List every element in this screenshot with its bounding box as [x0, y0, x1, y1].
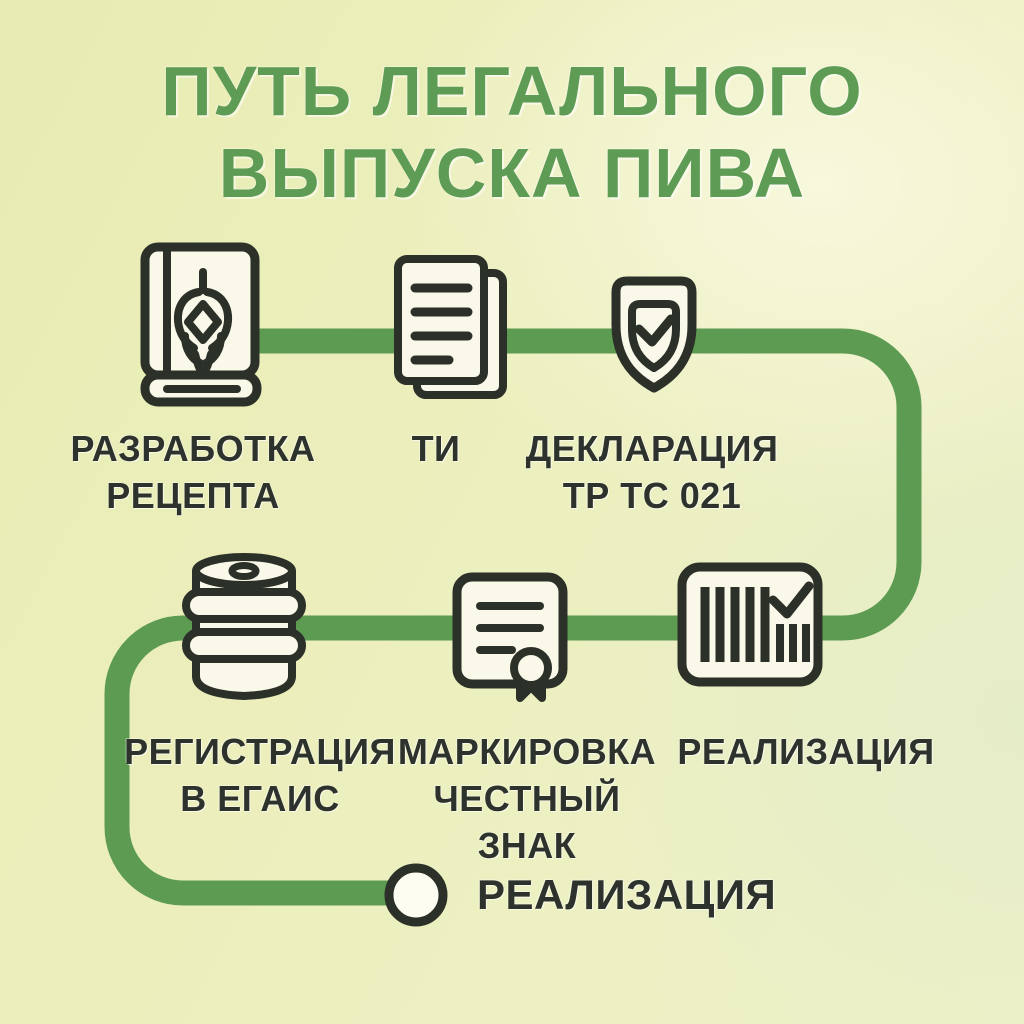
step-label-recipe-line1: РАЗРАБОТКА: [70, 428, 316, 469]
shield-check-icon: [611, 276, 697, 393]
step-label-sale-line1: РЕАЛИЗАЦИЯ: [677, 731, 935, 772]
page-title-line2: ВЫПУСКА ПИВА: [218, 134, 806, 212]
endpoint-label: РЕАЛИЗАЦИЯ: [477, 871, 777, 918]
step-label-marking-line2: ЧЕСТНЫЙ: [433, 778, 621, 819]
book-hop-icon: [140, 242, 262, 407]
page-title-line1: ПУТЬ ЛЕГАЛЬНОГО: [161, 52, 863, 130]
step-label-sale: РЕАЛИЗАЦИЯ: [677, 728, 934, 775]
documents-icon: [394, 255, 507, 399]
certificate-icon: [452, 572, 568, 702]
step-label-recipe: РАЗРАБОТКА РЕЦЕПТА: [70, 425, 315, 519]
step-label-marking: МАРКИРОВКА ЧЕСТНЫЙ ЗНАК: [398, 728, 656, 869]
step-label-egais: РЕГИСТРАЦИЯ В ЕГАИС: [124, 728, 396, 822]
beer-keg-icon: [182, 553, 306, 700]
step-label-ti: ТИ: [412, 425, 461, 472]
step-label-declaration-line2: ТР ТС 021: [562, 475, 742, 516]
step-label-ti-line1: ТИ: [411, 428, 461, 469]
step-label-egais-line2: В ЕГАИС: [180, 778, 340, 819]
step-label-declaration: ДЕКЛАРАЦИЯ ТР ТС 021: [526, 425, 779, 519]
endpoint-circle: [384, 863, 448, 927]
step-label-declaration-line1: ДЕКЛАРАЦИЯ: [525, 428, 779, 469]
step-label-egais-line1: РЕГИСТРАЦИЯ: [124, 731, 396, 772]
barcode-check-icon: [677, 562, 823, 687]
step-label-marking-line3: ЗНАК: [477, 825, 577, 866]
page-title: ПУТЬ ЛЕГАЛЬНОГО ВЫПУСКА ПИВА: [0, 50, 1024, 214]
step-label-marking-line1: МАРКИРОВКА: [397, 731, 657, 772]
step-label-recipe-line2: РЕЦЕПТА: [106, 475, 280, 516]
